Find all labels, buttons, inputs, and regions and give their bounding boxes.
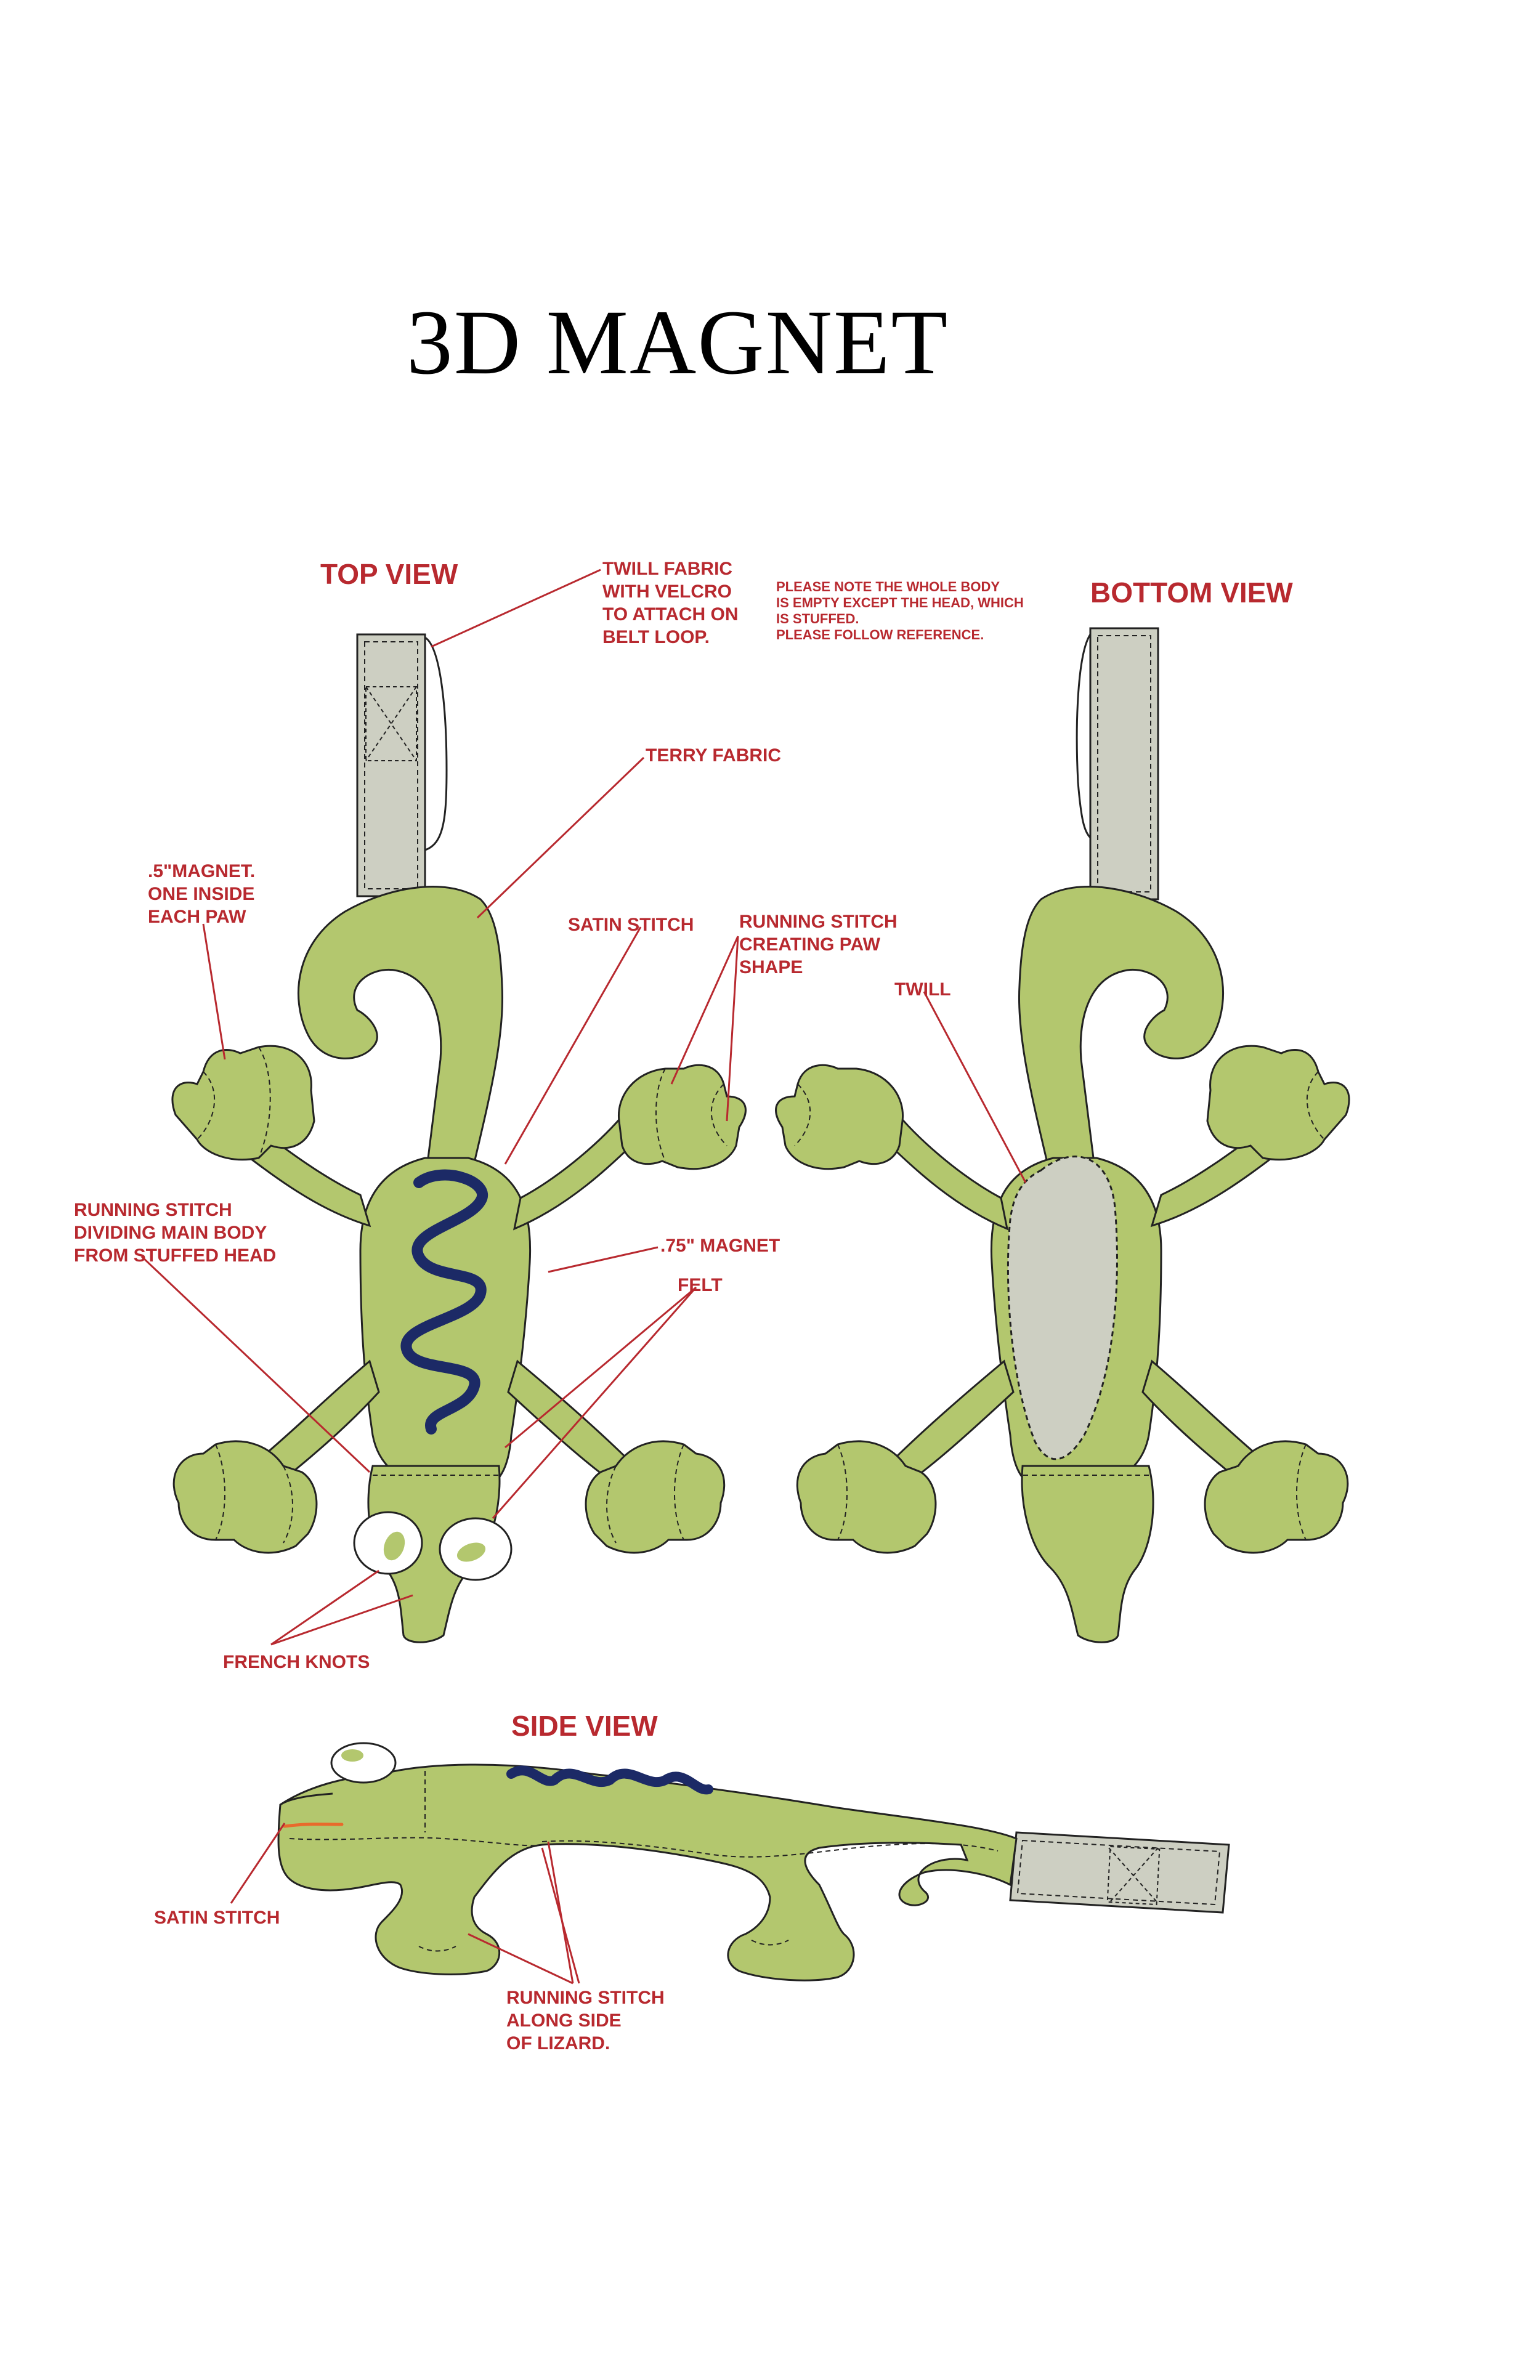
top-paw-stitches [197, 1046, 727, 1544]
callout-three-quarter-magnet: .75" MAGNET [660, 1236, 780, 1256]
side-zigzag-stitch [506, 1765, 713, 1795]
page-title: 3D MAGNET [406, 291, 949, 394]
leader-lines [140, 569, 1027, 1985]
callout-running-stitch-head: RUNNING STITCH DIVIDING MAIN BODY FROM S… [74, 1200, 277, 1266]
side-lizard-shape [277, 1763, 1018, 1981]
callout-french-knots: FRENCH KNOTS [223, 1652, 370, 1672]
callout-running-stitch-side: RUNNING STITCH ALONG SIDE OF LIZARD. [506, 1988, 665, 2054]
callout-terry-fabric: TERRY FABRIC [646, 745, 782, 766]
callout-half-inch-magnet: .5"MAGNET. ONE INSIDE EACH PAW [148, 861, 256, 927]
top-eyes [353, 1511, 513, 1581]
callout-running-stitch-paw: RUNNING STITCH CREATING PAW SHAPE [739, 912, 898, 977]
callout-felt: FELT [678, 1275, 723, 1295]
side-view-label: SIDE VIEW [511, 1710, 658, 1742]
callout-satin-stitch-top: SATIN STITCH [568, 915, 694, 935]
side-view-lizard [277, 1742, 1230, 1981]
bottom-view-label: BOTTOM VIEW [1090, 577, 1293, 609]
top-view-lizard [171, 633, 747, 1643]
callout-twill-velcro: TWILL FABRIC WITH VELCRO TO ATTACH ON BE… [602, 559, 739, 647]
callout-twill-bottom: TWILL [894, 979, 951, 1000]
callout-satin-stitch-side: SATIN STITCH [154, 1908, 280, 1928]
top-view-label: TOP VIEW [320, 558, 458, 590]
side-eye [330, 1742, 397, 1784]
side-mouth-stitch [283, 1823, 344, 1828]
side-stitches [289, 1771, 999, 1952]
bottom-view-lizard [775, 627, 1350, 1643]
bottom-twill-patch [1007, 1156, 1118, 1460]
top-zigzag-stitch [400, 1169, 488, 1435]
bottom-paw-stitches [794, 1071, 1325, 1540]
construction-note: PLEASE NOTE THE WHOLE BODY IS EMPTY EXCE… [776, 579, 1024, 642]
